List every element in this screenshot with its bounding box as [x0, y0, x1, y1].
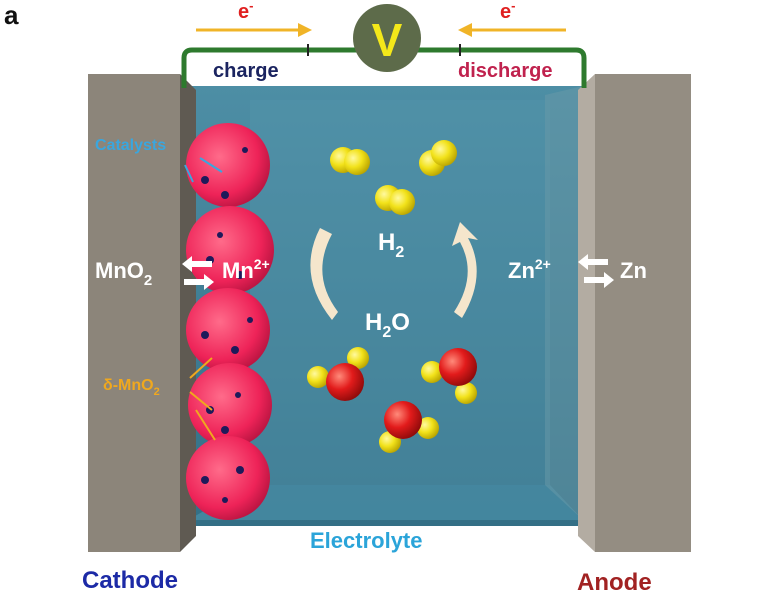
- voltmeter: V: [353, 4, 421, 72]
- electron-label-right: e-: [500, 0, 515, 23]
- electrolyte-label: Electrolyte: [310, 528, 423, 553]
- cycle-arrow-right: [452, 222, 478, 318]
- cathode-label: Cathode: [82, 567, 178, 594]
- h2-molecules: [330, 140, 457, 215]
- zn2-label: Zn2+: [508, 256, 551, 283]
- discharge-label: discharge: [458, 60, 552, 82]
- reversible-arrows-anode: [578, 254, 614, 288]
- catalysts-label: Catalysts: [95, 137, 166, 154]
- electron-arrow-discharge: [458, 23, 566, 37]
- anode-plate: [578, 74, 691, 552]
- delta-mno2-catalyst-spheres: [186, 123, 274, 520]
- panel-label: a: [4, 0, 19, 30]
- reversible-arrows-cathode: [182, 256, 214, 290]
- delta-mno2-label: δ-MnO2: [103, 377, 160, 398]
- voltmeter-label: V: [372, 14, 403, 66]
- h2-label: H2: [378, 229, 404, 261]
- electron-label-left: e-: [238, 0, 253, 23]
- cathode-reaction: MnO2: [95, 258, 152, 289]
- electron-arrow-charge: [196, 23, 312, 37]
- h2o-molecules: [307, 347, 477, 453]
- cathode-plate: [88, 74, 196, 552]
- cycle-arrow-left: [310, 228, 338, 320]
- mn2-label: Mn2+: [222, 256, 270, 283]
- zn-label: Zn: [620, 258, 647, 283]
- anode-label: Anode: [577, 569, 652, 596]
- h2o-label: H2O: [365, 309, 410, 341]
- charge-label: charge: [213, 60, 279, 82]
